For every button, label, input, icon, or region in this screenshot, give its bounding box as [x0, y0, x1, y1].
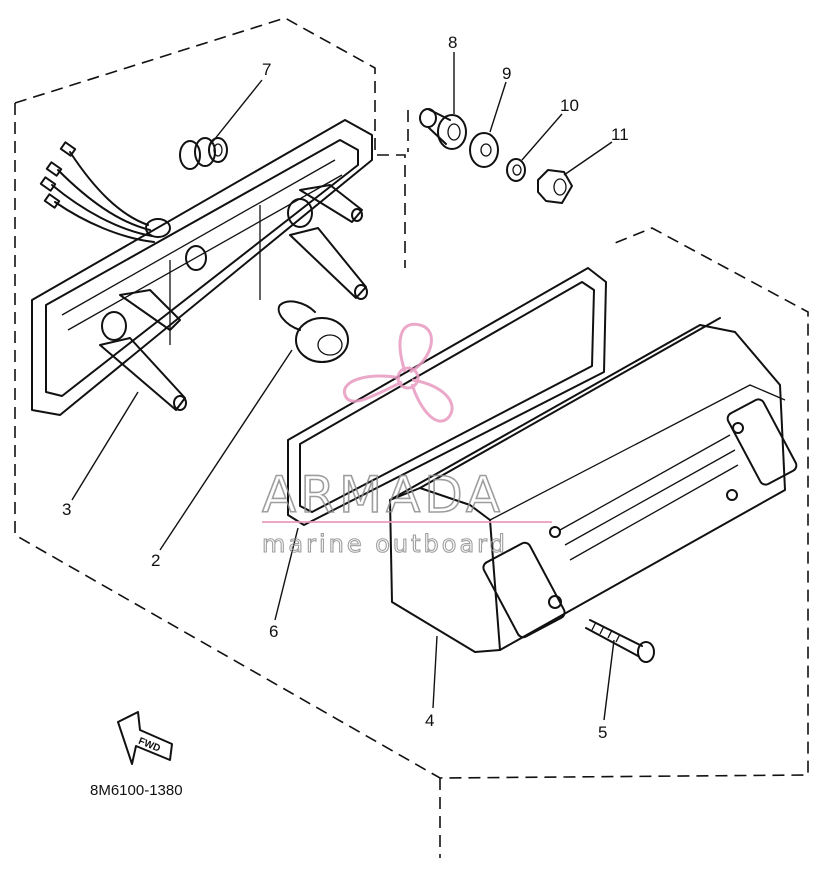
flat-washer: [469, 132, 499, 168]
part-label-6: 6: [269, 622, 278, 641]
part-label-8: 8: [448, 33, 457, 52]
watermark: ARMADA marine outboard: [261, 322, 552, 559]
watermark-brand: ARMADA: [262, 466, 504, 524]
part-label-10: 10: [560, 96, 579, 115]
part-label-7: 7: [262, 60, 271, 79]
part-label-11: 11: [611, 125, 629, 144]
wiring-harness: [39, 141, 155, 243]
screw: [585, 619, 655, 663]
spring-washer: [506, 158, 526, 182]
bulb: [277, 300, 349, 363]
part-label-4: 4: [425, 711, 434, 730]
diagram-code: 8M6100-1380: [90, 782, 183, 799]
nut: [537, 169, 573, 204]
part-label-2: 2: [151, 551, 160, 570]
lens-cover: [389, 317, 798, 653]
collar: [419, 108, 467, 150]
part-label-3: 3: [62, 500, 71, 519]
watermark-tagline: marine outboard: [262, 530, 508, 558]
lamp-housing: [31, 119, 373, 416]
grommet: [179, 137, 228, 170]
propeller-logo-icon: [343, 322, 454, 423]
part-label-5: 5: [598, 723, 607, 742]
assembly-boundary: [14, 17, 809, 858]
forward-arrow-icon: FWD: [117, 711, 173, 765]
leader-lines: [71, 52, 615, 721]
gasket: [287, 267, 607, 526]
part-label-9: 9: [502, 64, 511, 83]
